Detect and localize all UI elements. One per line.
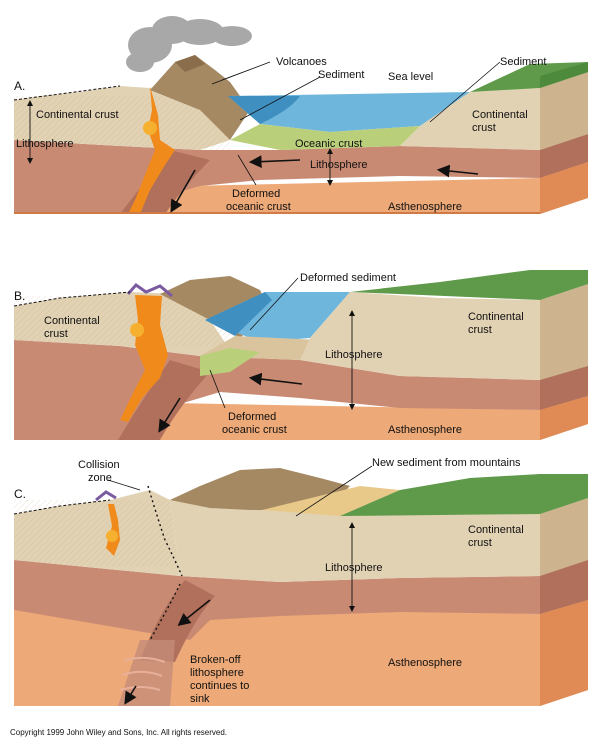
panel-a-magma xyxy=(128,86,175,214)
label-asthenosphere-c: Asthenosphere xyxy=(388,657,462,669)
label-b-deformed-2: oceanic crust xyxy=(222,424,287,436)
label-deformed-2: oceanic crust xyxy=(226,201,291,213)
label-broken-2: lithosphere xyxy=(190,667,244,679)
panel-a-arrow-litho-2 xyxy=(436,164,479,178)
panel-a-arrow-slab xyxy=(170,169,196,213)
copyright-text: Copyright 1999 John Wiley and Sons, Inc.… xyxy=(10,728,227,737)
label-sediment-right: Sediment xyxy=(500,56,546,68)
panel-c-new-sediment xyxy=(262,486,400,516)
panel-a: A. Volcanoes Sediment Sea level Sediment… xyxy=(13,16,588,214)
label-continental-crust-right-2: crust xyxy=(472,122,496,134)
label-b-continental-right-1: Continental xyxy=(468,311,524,323)
label-continental-crust-right-1: Continental xyxy=(472,109,528,121)
panel-b-magma xyxy=(120,295,168,422)
panel-b-continental-crust-right xyxy=(300,292,540,380)
label-broken-1: Broken-off xyxy=(190,654,241,666)
panel-c-letter: C. xyxy=(14,487,26,501)
label-b-continental-left-1: Continental xyxy=(44,315,100,327)
label-asthenosphere-b: Asthenosphere xyxy=(388,424,462,436)
label-continental-crust-left: Continental crust xyxy=(36,109,119,121)
label-asthenosphere-a: Asthenosphere xyxy=(388,201,462,213)
panel-c-lithosphere xyxy=(14,560,540,640)
label-broken-4: sink xyxy=(190,693,210,705)
label-new-sediment: New sediment from mountains xyxy=(372,457,521,469)
label-sea-level: Sea level xyxy=(388,71,433,83)
label-deformed-1: Deformed xyxy=(232,188,280,200)
label-b-continental-left-2: crust xyxy=(44,328,68,340)
panel-b-oceanic-crust xyxy=(200,348,260,376)
label-collision-2: zone xyxy=(88,472,112,484)
label-lithosphere-left: Lithosphere xyxy=(16,138,74,150)
panel-b-grass xyxy=(350,270,588,300)
panel-b: B. Deformed sediment Continental crust C… xyxy=(13,270,588,440)
label-c-continental-2: crust xyxy=(468,537,492,549)
panel-a-grass xyxy=(470,62,588,92)
panel-a-letter: A. xyxy=(14,79,25,93)
panel-a-arrow-litho-1 xyxy=(248,155,301,168)
label-b-lithosphere: Lithosphere xyxy=(325,349,383,361)
label-volcanoes: Volcanoes xyxy=(276,56,327,68)
label-collision-1: Collision xyxy=(78,459,120,471)
panel-c-grass xyxy=(340,474,588,516)
panel-c: C. Collision zone New sediment from moun… xyxy=(13,457,588,706)
panel-a-continental-crust-right xyxy=(400,88,540,150)
label-sediment-left: Sediment xyxy=(318,69,364,81)
label-b-deformed-1: Deformed xyxy=(228,411,276,423)
label-deformed-sediment: Deformed sediment xyxy=(300,272,396,284)
label-c-continental-1: Continental xyxy=(468,524,524,536)
label-b-continental-right-2: crust xyxy=(468,324,492,336)
label-c-lithosphere: Lithosphere xyxy=(325,562,383,574)
label-broken-3: continues to xyxy=(190,680,249,692)
panel-c-magma xyxy=(106,504,120,556)
collision-zone-line xyxy=(147,485,183,577)
panel-b-letter: B. xyxy=(14,289,25,303)
label-oceanic-crust: Oceanic crust xyxy=(295,138,362,150)
label-lithosphere-mid: Lithosphere xyxy=(310,159,368,171)
panel-a-smoke xyxy=(126,16,252,72)
panel-a-oceanic-crust xyxy=(230,124,420,150)
